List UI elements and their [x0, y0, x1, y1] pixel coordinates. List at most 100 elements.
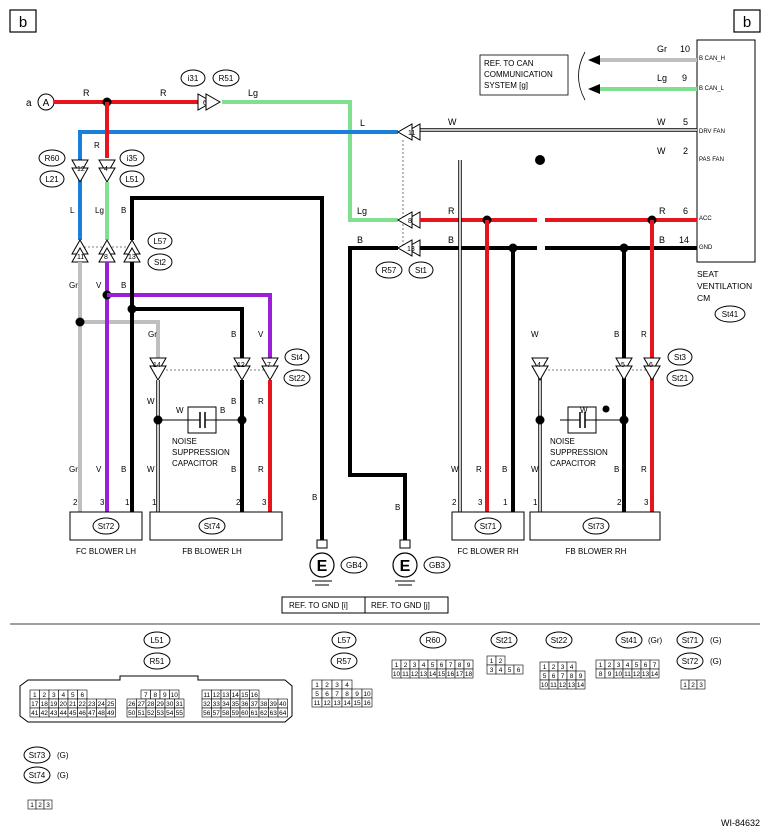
pin-num-6: 6 [683, 206, 688, 216]
legend-l51-mid-pin: 29 [157, 701, 165, 708]
gnd-gb3-circle [392, 552, 418, 578]
legend-st41-pin: 6 [644, 662, 648, 669]
legend-tag-l57 [331, 631, 357, 649]
legend-l51-left-pin: 6 [80, 692, 84, 699]
legend-r60-pin: 13 [420, 671, 428, 678]
legend-st74: St74 [29, 771, 46, 780]
blower-fb-lh-name: FB BLOWER LH [182, 547, 242, 556]
legend-r57: R57 [337, 657, 352, 666]
legend-st22-pin: 1 [543, 664, 547, 671]
connector-i31-arrow-a [197, 93, 214, 111]
legend-st22-pin: 7 [561, 673, 565, 680]
legend-l51-mid-pin: 26 [128, 701, 136, 708]
blower-fblh-pin-a: 1 [152, 498, 157, 507]
legend-tag-st21 [490, 631, 518, 649]
connector-13-arrow-b [396, 239, 413, 257]
legend-l57-pin: 5 [315, 691, 319, 698]
tag-r57-label: R57 [382, 266, 397, 275]
legend-l57-pin: 13 [333, 700, 341, 707]
legend-l51-left-pin: 3 [52, 692, 56, 699]
blower-fclh-pin-b: 3 [100, 498, 105, 507]
wire-gray-branch [80, 320, 160, 358]
legend-l51-left-pin: 23 [88, 701, 96, 708]
legend-st21-pin: 5 [508, 667, 512, 674]
tag-st3-label: St3 [674, 353, 687, 362]
tag-i35-label: i35 [127, 154, 138, 163]
legend-l51-left-pin: 47 [88, 710, 96, 717]
legend-l51-right-pin: 40 [279, 701, 287, 708]
can-ref-line1: REF. TO CAN [484, 59, 534, 68]
tag-st72 [92, 517, 120, 535]
wire-purple-branch [107, 293, 272, 358]
legend-l51-left-pin: 45 [69, 710, 77, 717]
legend-l57-pin: 12 [323, 700, 331, 707]
blower-fc-lh-name: FC BLOWER LH [76, 547, 136, 556]
wire-label-b-v: B [121, 206, 126, 215]
wire-label-b3: B [357, 235, 363, 245]
legend-l51-left-pin: 19 [50, 701, 58, 708]
gnd-ref-j: REF. TO GND [j] [371, 601, 430, 610]
pin-14-st4: 14 [153, 362, 161, 369]
tag-l57-label: L57 [153, 237, 167, 246]
legend-tag-st73 [23, 746, 51, 764]
wire-label-b-gnd1: B [312, 493, 317, 502]
legend-r60-pin: 4 [422, 662, 426, 669]
pin-4-st3: 4 [537, 362, 541, 369]
wire-black-branch [132, 307, 244, 358]
st3-arrow-6b [643, 365, 661, 382]
pin-13-l57: 13 [128, 254, 136, 261]
wire-label-w-h: W [147, 397, 155, 406]
legend-l51-left-pin: 49 [107, 710, 115, 717]
legend-l51-left-pin: 48 [98, 710, 106, 717]
tag-r51 [212, 69, 240, 87]
pin-name-bcanl: B CAN_L [699, 86, 725, 92]
legend-st72: St72 [682, 657, 699, 666]
corner-box-right [733, 9, 761, 33]
legend-st22-pin: 2 [552, 664, 556, 671]
legend-l57-pin: 2 [325, 682, 329, 689]
tag-st71-label: St71 [480, 522, 497, 531]
legend-l51-left-pin: 24 [98, 701, 106, 708]
legend-tag-st72 [676, 652, 704, 670]
wire-label-gr-fc: Gr [69, 465, 78, 474]
dot-pas-fan [535, 155, 545, 165]
legend-st41-pin: 10 [615, 671, 623, 678]
connector-a-lead: a [26, 98, 32, 109]
legend-st21-pin: 6 [517, 667, 521, 674]
conn4-arrow-b [98, 167, 116, 184]
pin-4-left: 4 [104, 166, 108, 173]
cap-lh-label-1: NOISE [172, 437, 197, 446]
legend-st22-pin: 11 [550, 682, 557, 689]
legend-l51-mid-pin: 52 [147, 710, 155, 717]
wire-label-lg-v: Lg [95, 206, 104, 215]
can-bracket [578, 51, 586, 101]
tag-st1 [408, 261, 434, 279]
tag-st22 [283, 369, 311, 387]
wire-label-b-h: B [231, 397, 236, 406]
tag-st21 [666, 369, 694, 387]
corner-label-left: b [19, 14, 27, 31]
legend-st22-pin: 4 [570, 664, 574, 671]
legend-l57-pin: 7 [335, 691, 339, 698]
legend-r60-pin: 18 [465, 671, 473, 678]
pin-11-l57: 11 [77, 254, 84, 261]
tag-st1-label: St1 [415, 266, 428, 275]
legend-r60-pin: 2 [404, 662, 408, 669]
legend-tag-st41 [615, 631, 643, 649]
pin-name-acc: ACC [699, 216, 712, 222]
blower-fblh-pin-c: 3 [262, 498, 267, 507]
wire-label-b4: B [448, 235, 454, 245]
legend-l51-right-cell [277, 707, 288, 718]
arrow-can-h [588, 55, 600, 65]
legend-l51-right-pin: 35 [232, 701, 240, 708]
pin-7-st4: 7 [267, 362, 271, 369]
pin-name-drvfan: DRV FAN [699, 129, 725, 135]
pin-6-i31: 6 [203, 100, 207, 107]
legend-l57-pin: 16 [363, 700, 371, 707]
blower-fb-rh-name: FB BLOWER RH [566, 547, 627, 556]
wire-label-lg2: Lg [357, 206, 367, 216]
legend-st41-pin: 4 [626, 662, 630, 669]
legend-l51-right-pin: 62 [260, 710, 268, 717]
